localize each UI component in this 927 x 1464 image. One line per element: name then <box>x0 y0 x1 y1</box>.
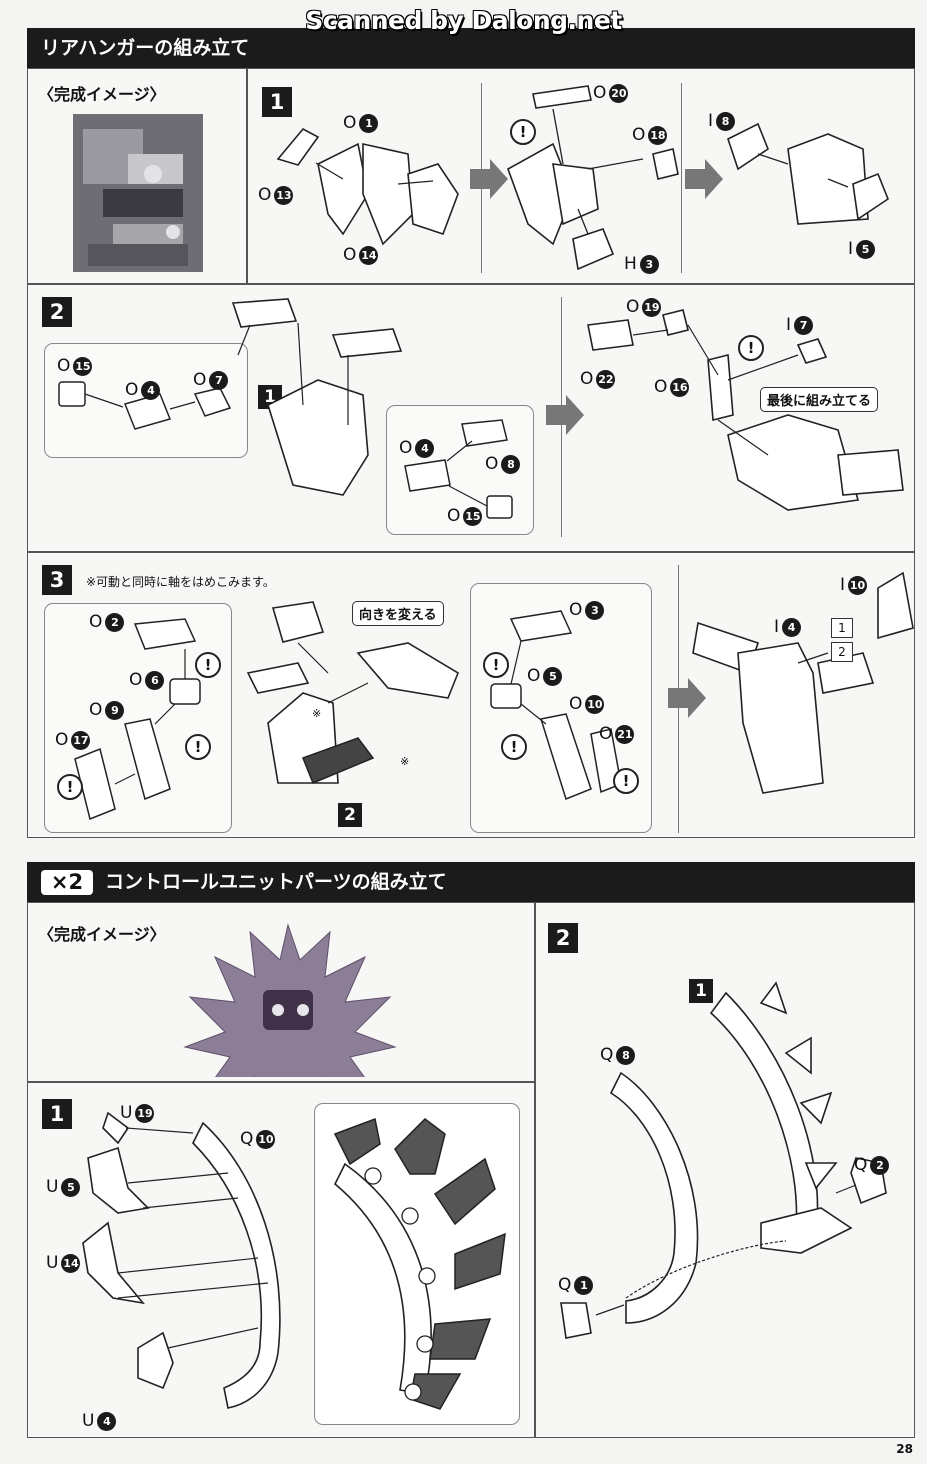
step2b-illustration <box>560 981 887 1339</box>
warning-icon: ! <box>510 119 536 145</box>
callout-change-direction: 向きを変える <box>352 601 444 626</box>
warning-icon: ! <box>57 774 83 800</box>
sub-step-number: 2 <box>338 803 362 827</box>
warning-icon: ! <box>738 335 764 361</box>
section-title: リアハンガーの組み立て <box>41 37 250 59</box>
step-number: 2 <box>42 297 72 327</box>
quantity-badge: ×2 <box>41 870 93 895</box>
hex-mark: 1 <box>831 618 853 638</box>
step2-illustration <box>231 298 904 511</box>
step3-illustration <box>246 571 914 794</box>
section-header-rear-hanger: リアハンガーの組み立て <box>27 28 915 68</box>
watermark: Scanned by Dalong.net <box>305 6 622 35</box>
warning-icon: ! <box>613 768 639 794</box>
complete-image-label: 〈完成イメージ〉 <box>38 925 166 944</box>
complete-image-panel: 〈完成イメージ〉 <box>27 68 247 284</box>
detail-box <box>314 1103 520 1425</box>
asterisk-mark: ※ <box>400 755 410 768</box>
warning-icon: ! <box>195 652 221 678</box>
step-number: 2 <box>548 923 578 953</box>
asterisk-mark: ※ <box>312 707 322 720</box>
complete-image-panel: 〈完成イメージ〉 <box>27 902 535 1082</box>
section-header-control-unit: ×2 コントロールユニットパーツの組み立て <box>27 862 915 902</box>
control-unit-photo <box>183 923 397 1077</box>
step-number: 3 <box>42 565 72 595</box>
step1b-panel: 1 <box>27 1082 535 1438</box>
step1-illustration <box>276 85 889 271</box>
hex-mark: 2 <box>831 642 853 662</box>
divider <box>681 83 682 273</box>
warning-icon: ! <box>483 652 509 678</box>
page-number: 28 <box>896 1442 913 1456</box>
sub-step-number: 1 <box>689 979 713 1003</box>
callout-assemble-last: 最後に組み立てる <box>760 387 879 412</box>
step-number: 1 <box>42 1099 72 1129</box>
step3-note: ※可動と同時に軸をはめこみます。 <box>86 575 275 589</box>
warning-icon: ! <box>501 734 527 760</box>
section-title: コントロールユニットパーツの組み立て <box>105 871 447 893</box>
divider <box>678 565 679 833</box>
warning-icon: ! <box>185 734 211 760</box>
step1b-illustration <box>82 1111 281 1409</box>
complete-image-label: 〈完成イメージ〉 <box>38 85 166 104</box>
rear-hanger-photo <box>73 114 203 272</box>
step-number: 1 <box>262 87 292 117</box>
